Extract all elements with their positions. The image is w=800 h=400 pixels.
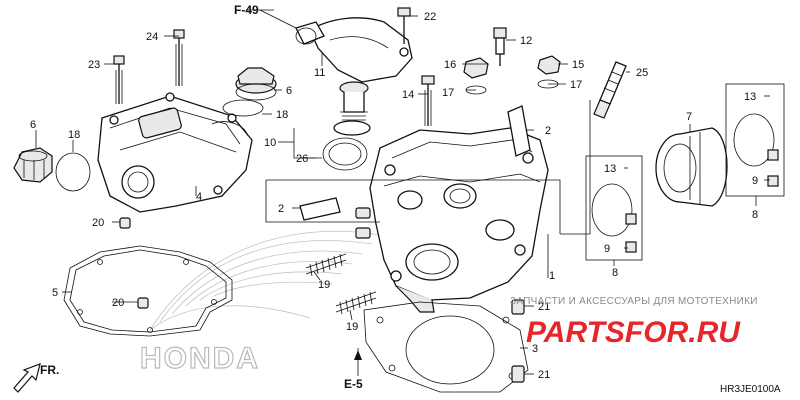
- thermostat-seal: [322, 137, 368, 171]
- bolt-22: [397, 7, 411, 44]
- intake-insulator: [655, 127, 728, 207]
- callout-9-lower: 9: [604, 243, 610, 255]
- callout-2-upper: 2: [545, 125, 551, 137]
- callout-3: 3: [532, 343, 538, 355]
- nut-15: [537, 55, 561, 75]
- temperature-sensor: [493, 27, 507, 66]
- callout-22: 22: [424, 11, 436, 23]
- callout-18-left: 18: [68, 129, 80, 141]
- dowel-pin-20b: [137, 297, 149, 309]
- group-bracket-1: [265, 100, 591, 276]
- spark-plug: [593, 61, 627, 119]
- honda-wing-logo: HONDA: [139, 230, 381, 376]
- diagram-code: HR3JE0100A: [720, 384, 781, 395]
- insulator-band-lower: [591, 183, 637, 253]
- o-ring-left: [55, 152, 91, 192]
- insulator-band-upper: [733, 113, 779, 187]
- oil-filler-cap-upper: [235, 67, 277, 101]
- callout-19a: 19: [318, 279, 330, 291]
- oil-filler-cap-left: [13, 147, 53, 183]
- callout-21b: 21: [538, 369, 550, 381]
- callout-10: 10: [264, 137, 276, 149]
- callout-13-lower: 13: [604, 163, 616, 175]
- callout-18-upper: 18: [276, 109, 288, 121]
- callout-25: 25: [636, 67, 648, 79]
- stud-bolt-19a: [305, 253, 347, 277]
- thermostat: [333, 81, 371, 136]
- callout-2-left: 2: [278, 203, 284, 215]
- dowel-pin-2-upper: [507, 105, 531, 157]
- callout-8-lower: 8: [612, 267, 618, 279]
- dowel-pin-21a: [511, 299, 525, 315]
- callout-15: 15: [572, 59, 584, 71]
- callout-6-left: 6: [30, 119, 36, 131]
- watermark-caption: ЗАПЧАСТИ И АКСЕССУАРЫ ДЛЯ МОТОТЕХНИКИ: [510, 296, 758, 307]
- callout-12: 12: [520, 35, 532, 47]
- o-ring-upper: [222, 99, 264, 117]
- callout-14: 14: [402, 89, 414, 101]
- callout-7: 7: [686, 111, 692, 123]
- front-label: FR.: [40, 363, 59, 377]
- reference-e5-arrow-icon: [354, 350, 362, 360]
- callout-16: 16: [444, 59, 456, 71]
- callout-17-left: 17: [442, 87, 454, 99]
- callout-20b: 20: [112, 297, 124, 309]
- callout-labels: 1 2 2 3 4 5 6 6 7 8 8 9 9 10 11 12 13 13…: [30, 11, 758, 381]
- front-arrow-icon: [13, 363, 41, 393]
- cylinder-head-cover-gasket: [63, 245, 233, 337]
- thermostat-cover: [295, 17, 413, 83]
- callout-11: 11: [314, 67, 325, 79]
- callout-5: 5: [52, 287, 58, 299]
- bolt-23: [113, 55, 125, 104]
- callout-6-upper: 6: [286, 85, 292, 97]
- watermark: ЗАПЧАСТИ И АКСЕССУАРЫ ДЛЯ МОТОТЕХНИКИ PA…: [510, 296, 758, 349]
- watermark-logo: PARTSFOR.RU: [526, 316, 741, 349]
- callout-23: 23: [88, 59, 100, 71]
- callout-8-upper: 8: [752, 209, 758, 221]
- honda-logo-text: HONDA: [140, 342, 260, 375]
- callout-13-upper: 13: [744, 91, 756, 103]
- reference-f49: F-49: [234, 3, 259, 17]
- cylinder-head: [355, 127, 549, 313]
- callout-24: 24: [146, 31, 158, 43]
- reference-e5: E-5: [344, 377, 363, 391]
- nut-16: [463, 57, 489, 79]
- callout-4: 4: [196, 191, 202, 203]
- leader-lines: [35, 9, 770, 376]
- stud-bolt-19b: [335, 291, 377, 315]
- callout-9-upper: 9: [752, 175, 758, 187]
- group-box-8-upper: [725, 83, 785, 197]
- callout-21a: 21: [538, 301, 550, 313]
- callout-20a: 20: [92, 217, 104, 229]
- callout-17-right: 17: [570, 79, 582, 91]
- dowel-pin-2-left: [299, 197, 341, 221]
- cylinder-head-cover: [97, 92, 253, 213]
- bolt-24: [173, 29, 185, 86]
- bolt-14: [421, 75, 435, 126]
- callout-26: 26: [296, 153, 308, 165]
- dowel-pin-20a: [119, 217, 131, 229]
- callout-19b: 19: [346, 321, 358, 333]
- callout-1: 1: [549, 270, 555, 282]
- cylinder-head-gasket: [363, 301, 529, 393]
- dowel-pin-21b: [511, 365, 525, 383]
